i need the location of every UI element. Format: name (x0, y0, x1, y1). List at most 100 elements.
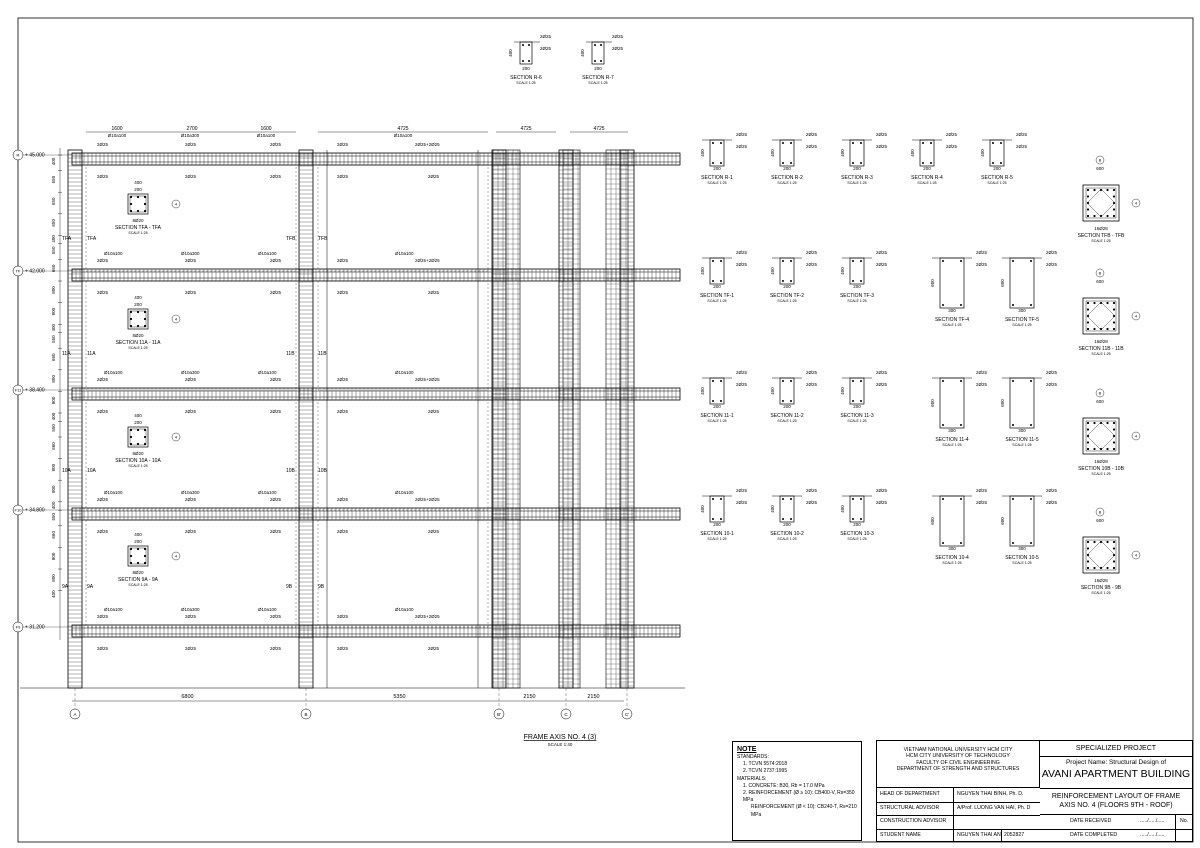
rebar-dot (1086, 301, 1090, 305)
section-outline (849, 139, 865, 167)
uni-line-1: VIETNAM NATIONAL UNIVERSITY HCM CITY (903, 747, 1013, 753)
section-scale: SCALE 1:25 (847, 299, 866, 303)
rebar-dot (136, 442, 140, 446)
section-bar-note: 2Ø25 (876, 132, 888, 137)
rebar-dot (528, 60, 530, 62)
section-title: SECTION R-1 (701, 175, 733, 181)
rebar-dot (1086, 428, 1090, 431)
beam-bar-note: 2Ø25 (97, 529, 109, 534)
bay-outline (85, 519, 297, 628)
section-title: SECTION 9B - 9B (1081, 585, 1122, 591)
section-outline (1082, 417, 1120, 455)
rebar-dot (129, 547, 133, 551)
top-stirrup-note: Ø10a100 (394, 133, 413, 138)
section-scale: SCALE 1:25 (942, 561, 961, 565)
left-dim-value: 400 (51, 157, 56, 165)
left-dim-value: 800 (51, 485, 56, 493)
rebar-dot (1099, 301, 1103, 305)
rebar-dot (594, 60, 596, 62)
beam-bar-note: 2Ø25 (97, 258, 109, 263)
section-outline (779, 257, 795, 285)
rebar-dot (1099, 214, 1103, 218)
rebar-dot (136, 547, 140, 551)
rebar-dot (942, 542, 944, 544)
section-outline (591, 41, 605, 65)
date-completed-label: DATE COMPLETED (1070, 831, 1118, 838)
beam-stirrup-note: Ø10a100 (104, 607, 123, 612)
rebar-dot (1112, 188, 1116, 192)
section-scale: SCALE 1:25 (1012, 443, 1031, 447)
section-title: SECTION TF-1 (700, 293, 734, 299)
level-tag-right: 10B (318, 468, 328, 474)
section-depth: 600 (930, 399, 935, 407)
section-scale: SCALE 1:25 (1091, 472, 1110, 476)
section-bar-note: 2Ø25 (736, 500, 748, 505)
beam-stirrup-note: Ø10a100 (104, 490, 123, 495)
rebar-dot (1086, 441, 1090, 444)
row-value: A/Prof. LUONG VAN HAI, Ph. D (957, 804, 1031, 811)
rebar-dot (720, 162, 722, 164)
rebar-dot (930, 142, 932, 144)
row-label: STUDENT NAME (880, 831, 921, 838)
rebar-dot (852, 162, 854, 164)
axis-bubble (171, 551, 181, 561)
axis-label: A (73, 712, 76, 717)
bottom-dim-value: 5350 (393, 694, 405, 700)
rebar-dot (782, 498, 784, 500)
rebar-dot (860, 142, 862, 144)
section-bar-note: 2Ø25 (540, 34, 552, 39)
section-tie (1085, 300, 1117, 332)
section-depth: 200 (134, 187, 142, 192)
top-stirrup-note: Ø10a300 (181, 133, 200, 138)
rebar-dot (860, 280, 862, 282)
beam-bar-note: 2Ø25 (97, 614, 109, 619)
rebar-dot (143, 324, 147, 328)
title-block: VIETNAM NATIONAL UNIVERSITY HCM CITY HCM… (876, 740, 1193, 842)
diamond-tie (1086, 540, 1116, 570)
beam-bar-note: 2Ø25 (428, 174, 440, 179)
beam-bar-note: 2Ø25 (337, 377, 349, 382)
rebar-dot (1112, 208, 1116, 211)
rebar-dot (1099, 188, 1103, 192)
rebar-dot (143, 561, 147, 565)
column-ladder-2 (605, 149, 629, 689)
rebar-dot (1086, 201, 1090, 205)
section-depth: 600 (1000, 279, 1005, 287)
section-outline (127, 308, 149, 330)
axis-bubble (171, 432, 181, 442)
beam-bar-note: 2Ø25+2Ø25 (415, 497, 440, 502)
rebar-dot (1030, 260, 1032, 262)
section-title: SECTION 11-2 (770, 413, 803, 419)
rebar-dot (143, 310, 147, 314)
rebar-dot (1086, 321, 1090, 324)
section-bar-note: 2Ø25 (876, 144, 888, 149)
rebar-dot (129, 202, 133, 206)
rebar-dot (129, 209, 133, 213)
level-elevation: + 34.800 (25, 508, 45, 514)
section-bar-note: 2Ø25 (876, 250, 888, 255)
beam-level-2 (71, 387, 681, 401)
level-tag-left: 10A (87, 468, 97, 474)
section-scale: SCALE 1:25 (942, 323, 961, 327)
section-outline (989, 139, 1005, 167)
beam-bar-note: 2Ø25 (97, 497, 109, 502)
rebar-dot (1112, 553, 1116, 557)
section-title: SECTION 11-4 (935, 437, 968, 443)
section-scale: SCALE 1:25 (847, 537, 866, 541)
rebar-dot (790, 380, 792, 382)
rebar-dot (1030, 424, 1032, 426)
beam-bar-note: 2Ø25 (185, 258, 197, 263)
beam-bar-note: 2Ø25 (270, 529, 282, 534)
project-name-block: Project Name: Structural Design of AVANI… (1040, 756, 1192, 789)
rebar-dot (1099, 327, 1103, 331)
beam-bar-note: 2Ø25 (270, 258, 282, 263)
section-scale: SCALE 1:25 (917, 181, 936, 185)
level-tag-right: 11B (286, 351, 295, 357)
rebar-dot (1093, 421, 1096, 425)
